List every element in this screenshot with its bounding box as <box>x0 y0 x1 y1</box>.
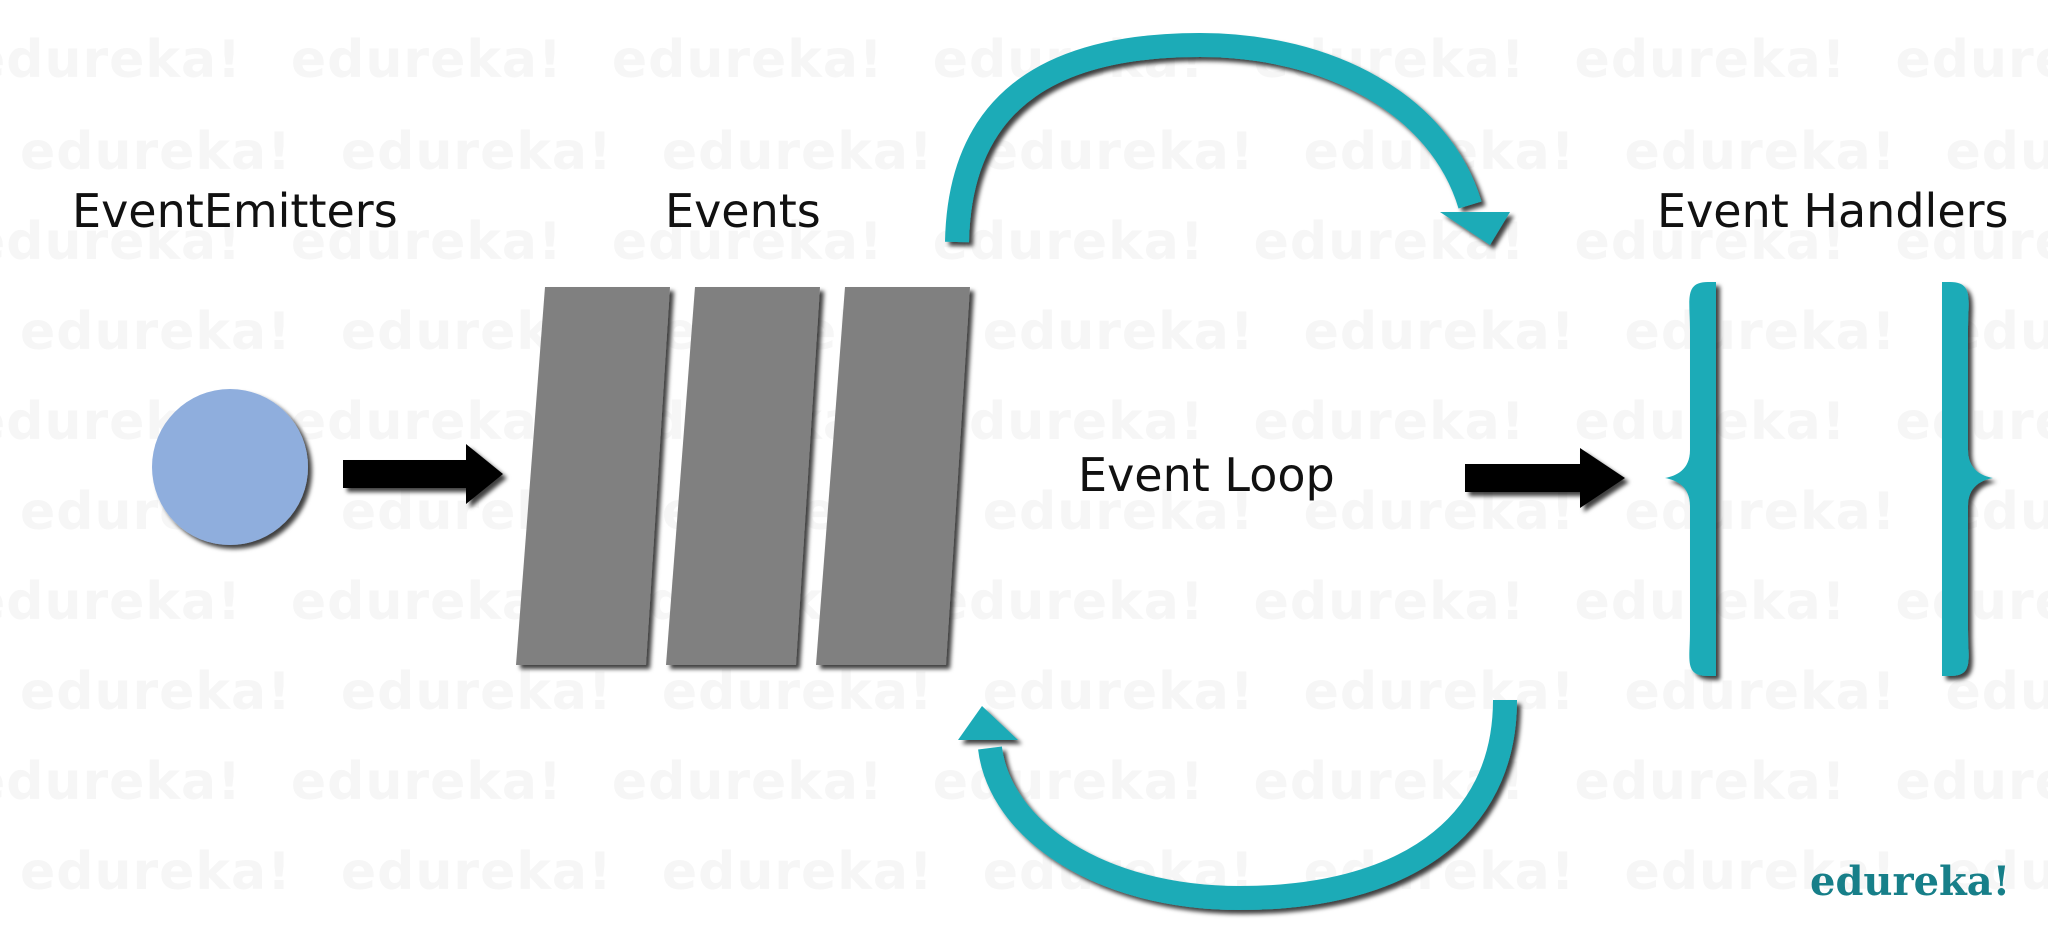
loop-arrow-bottom <box>958 699 1517 911</box>
loop-arrow-top <box>945 32 1510 245</box>
event-block <box>516 287 670 665</box>
edureka-logo: edureka! <box>1810 858 2011 905</box>
handlers-label: Event Handlers <box>1657 184 2009 238</box>
events-label: Events <box>665 184 821 238</box>
left-brace <box>1665 282 1716 676</box>
right-brace <box>1942 282 1993 676</box>
event-block <box>666 287 820 665</box>
arrow-to-handlers <box>1465 448 1625 508</box>
event-loop-label: Event Loop <box>1078 448 1335 502</box>
arrow-to-events <box>343 444 503 504</box>
event-block <box>816 287 970 665</box>
emitters-label: EventEmitters <box>72 184 398 238</box>
emitter-circle <box>152 389 308 545</box>
